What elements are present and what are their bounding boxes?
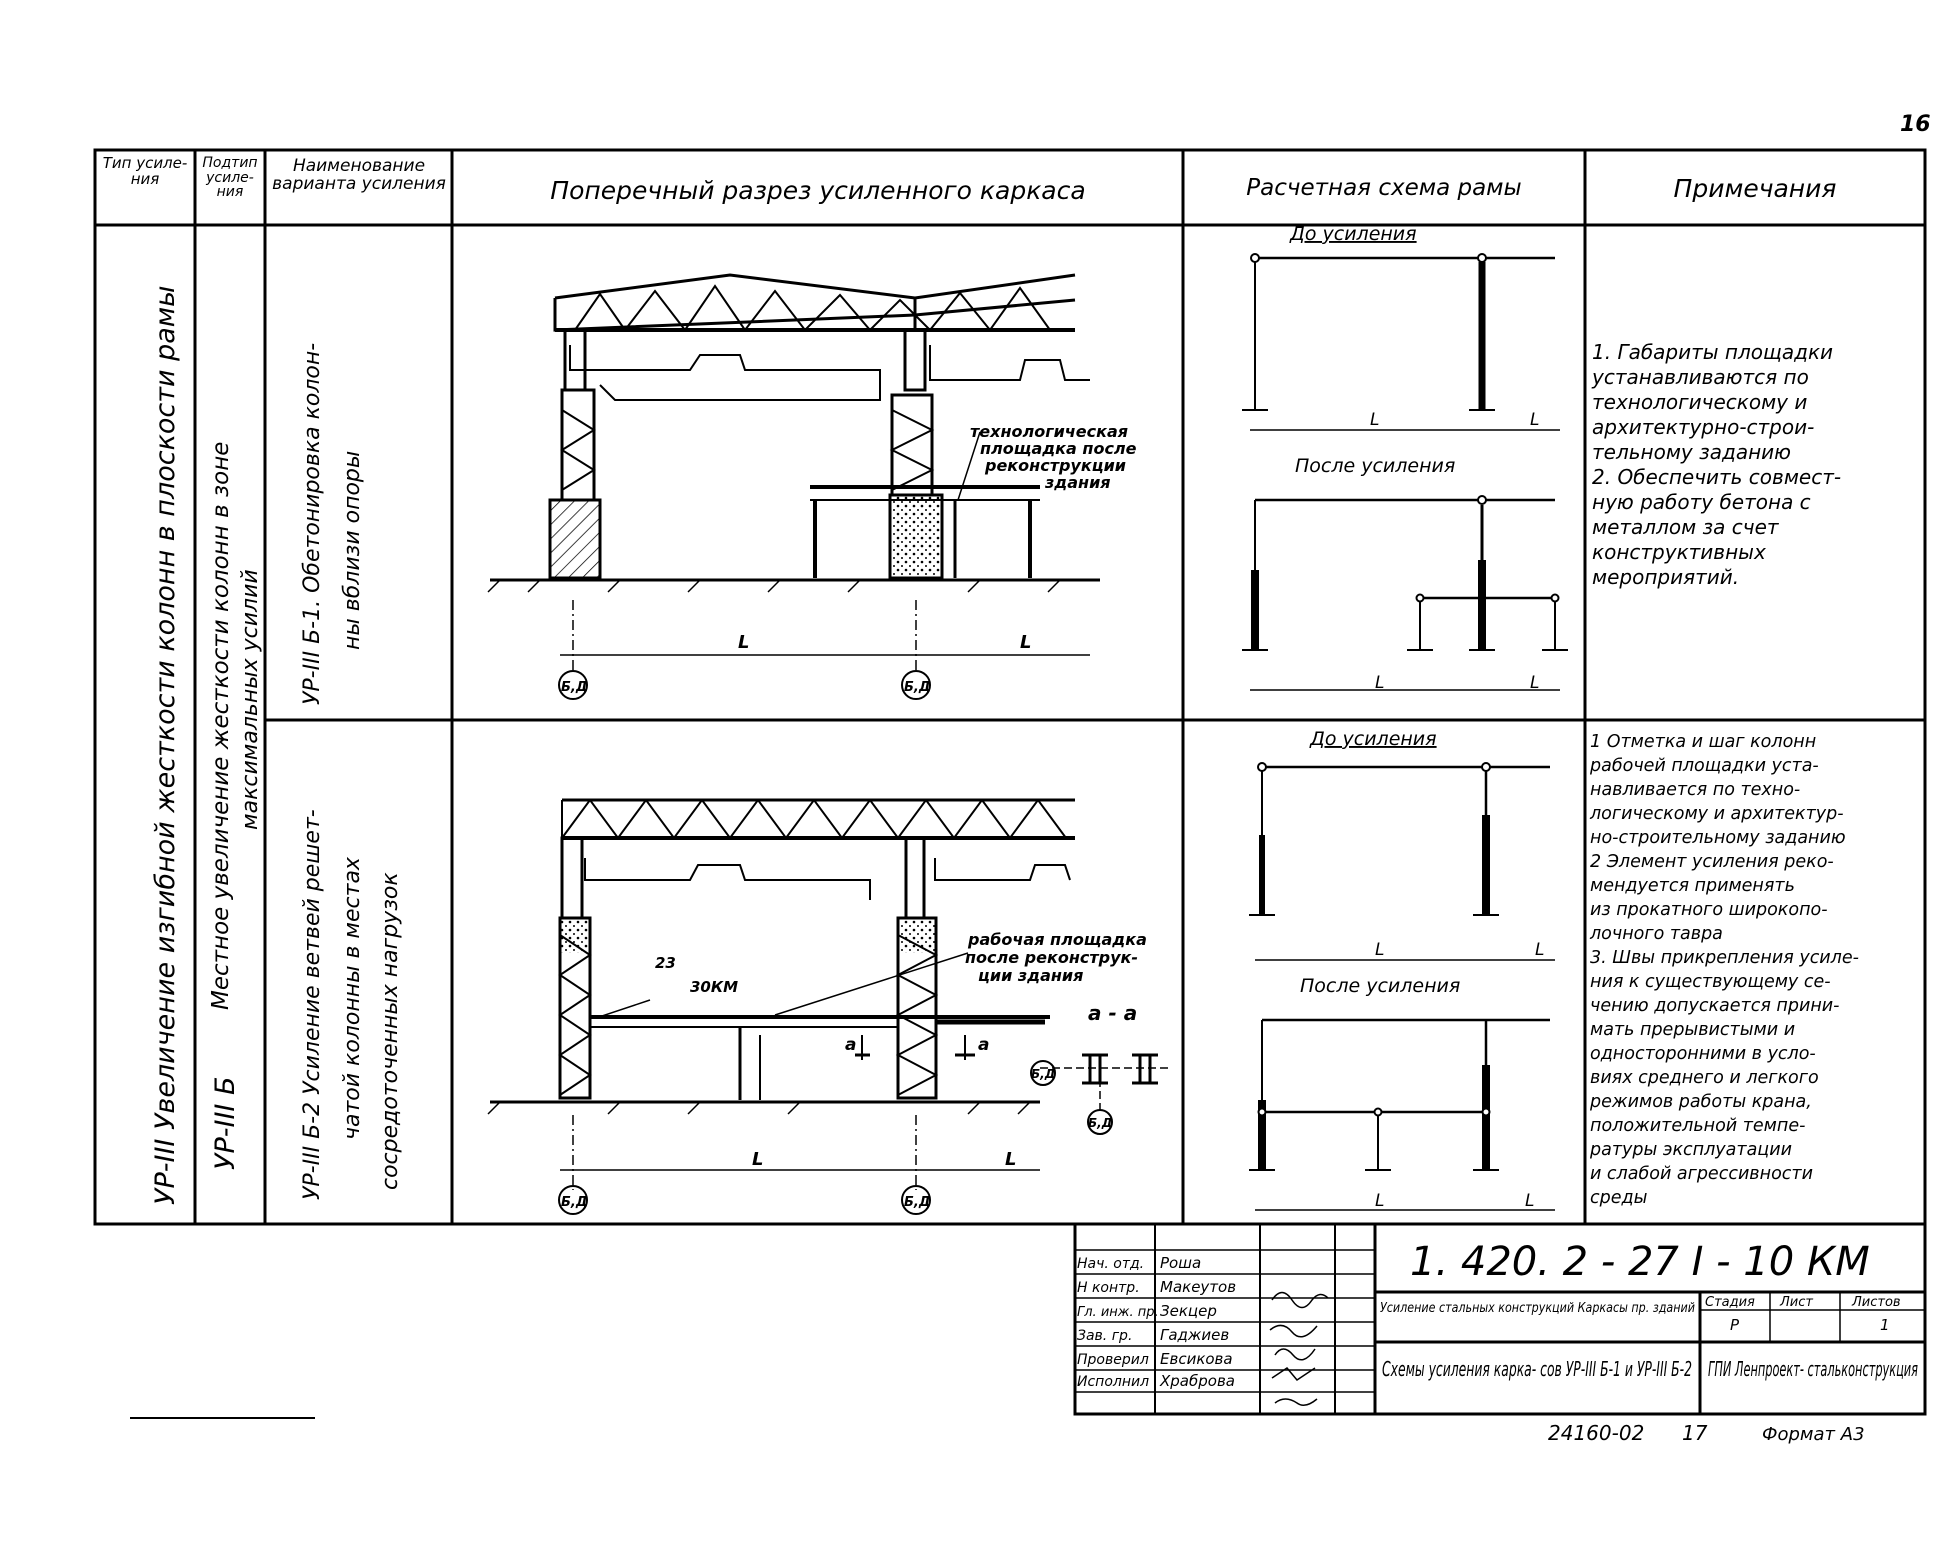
row2-variant-line3: сосредоточенных нагрузок	[378, 872, 403, 1190]
row1-axis-label-2: Б,Д	[904, 680, 930, 695]
format-text: Формат А3	[1762, 1424, 1865, 1445]
role-1: Нач. отд.	[1077, 1256, 1144, 1272]
row2-variant-line1: УР-III Б-2 Усиление ветвей решет-	[300, 809, 325, 1200]
subtype-code: УР-III Б	[210, 1076, 241, 1170]
name-2: Макеутов	[1160, 1278, 1236, 1296]
header-subtype: Подтип усиле- ния	[202, 155, 258, 201]
row1-axis-label-1: Б,Д	[561, 680, 587, 695]
row2-scheme-span-4: L	[1525, 1191, 1534, 1211]
row2-scheme-after	[1249, 1018, 1555, 1211]
sheet-title: Схемы усиления карка- сов УР-III Б-1 и У…	[1382, 1357, 1692, 1381]
row2-span-label-2: L	[1005, 1149, 1016, 1170]
inv-number: 24160-02	[1548, 1421, 1644, 1445]
row1-after-label: После усиления	[1295, 455, 1455, 477]
header-type: Тип усиле- ния	[102, 154, 188, 188]
row2-notes: 1 Отметка и шаг колонн рабочей площадки …	[1590, 732, 1859, 1208]
row1-before-label: До усиления	[1289, 223, 1417, 245]
row2-section-label: а - а	[1088, 1001, 1137, 1025]
row1-scheme-before	[1242, 253, 1560, 431]
row2-cut-mark-left: а	[845, 1035, 856, 1055]
org-name: ГПИ Ленпроект- стальконструкция	[1708, 1357, 1918, 1381]
stage-value: Р	[1730, 1316, 1740, 1334]
sheets-value: 1	[1880, 1316, 1890, 1334]
name-3: Зекцер	[1160, 1302, 1217, 1320]
row2-scheme-span-2: L	[1535, 940, 1544, 960]
header-variant: Наименование варианта усиления	[272, 156, 446, 194]
title-block-grid	[130, 1222, 1927, 1419]
row2-scheme-span-3: L	[1375, 1191, 1384, 1211]
row1-callout-line1: технологическая	[970, 422, 1128, 441]
header-section: Поперечный разрез усиленного каркаса	[550, 176, 1086, 205]
header-notes: Примечания	[1673, 174, 1837, 203]
row2-callout-line1: рабочая площадка	[967, 930, 1147, 949]
row2-after-label: После усиления	[1300, 975, 1460, 997]
row1-scheme-span-2: L	[1530, 410, 1539, 430]
row2-scheme-before	[1249, 762, 1555, 961]
role-3: Гл. инж. пр.	[1077, 1305, 1159, 1320]
name-1: Роша	[1160, 1254, 1201, 1272]
inv-page: 17	[1682, 1421, 1708, 1445]
series-title: Усиление стальных конструкций Каркасы пр…	[1380, 1301, 1695, 1316]
row1-span-label-1: L	[738, 632, 749, 653]
row2-section-drawing	[487, 798, 1170, 1215]
row1-callout-line2: площадка после	[980, 439, 1137, 458]
row2-weld-top: 23	[655, 954, 676, 972]
role-4: Зав. гр.	[1077, 1328, 1132, 1344]
sheet-number: 16	[1900, 112, 1931, 137]
row2-variant-line2: чатой колонны в местах	[340, 857, 365, 1140]
row2-before-label: До усиления	[1309, 728, 1437, 750]
row2-section-texts: рабочая площадка после реконструк- ции з…	[561, 930, 1147, 1210]
row2-scheme-span-1: L	[1375, 940, 1384, 960]
row1-notes: 1. Габариты площадки устанавливаются по …	[1592, 340, 1842, 589]
subtype-description-2: максимальных усилий	[238, 569, 263, 830]
role-5: Проверил	[1077, 1352, 1149, 1368]
role-6: Исполнил	[1077, 1374, 1149, 1390]
row1-callout-line3: реконструкции	[984, 456, 1126, 475]
row2-scheme-texts: До усиления После усиления L L L L	[1300, 728, 1544, 1211]
row2-axis-label-2: Б,Д	[904, 1195, 930, 1210]
row1-variant-line2: ны вблизи опоры	[340, 450, 365, 650]
row1-section-texts: технологическая площадка после реконстру…	[561, 422, 1137, 695]
row1-scheme-span-1: L	[1370, 410, 1379, 430]
row2-axis-label-1: Б,Д	[561, 1195, 587, 1210]
frame-border	[93, 148, 1927, 1226]
name-4: Гаджиев	[1160, 1326, 1229, 1344]
row2-cut-mark-right: а	[978, 1035, 989, 1055]
role-2: Н контр.	[1077, 1280, 1140, 1296]
row1-callout-line4: здания	[1044, 473, 1111, 492]
row1-scheme-after	[1242, 495, 1568, 691]
row1-scheme-span-4: L	[1530, 673, 1539, 693]
title-block-texts: 1. 420. 2 - 27 I - 10 КМ Нач. отд. Н кон…	[1077, 1239, 1918, 1445]
row1-variant-line1: УР-III Б-1. Обетонировка колон-	[300, 342, 325, 705]
row1-span-label-2: L	[1020, 632, 1031, 653]
stage-label: Стадия	[1705, 1295, 1755, 1310]
row2-axis-label-4: Б,Д	[1088, 1116, 1112, 1130]
row2-weld-bottom: 30КМ	[690, 978, 738, 996]
sheets-label: Листов	[1851, 1295, 1901, 1310]
doc-code: 1. 420. 2 - 27 I - 10 КМ	[1410, 1239, 1870, 1285]
sheet-label: Лист	[1779, 1295, 1813, 1310]
row2-callout-line2: после реконструк-	[965, 948, 1138, 967]
row2-axis-label-3: Б,Д	[1031, 1067, 1055, 1081]
row2-callout-line3: ции здания	[978, 966, 1083, 985]
name-6: Храброва	[1159, 1372, 1235, 1390]
row1-section-drawing	[487, 273, 1100, 700]
row2-span-label-1: L	[752, 1149, 763, 1170]
subtype-description-1: Местное увеличение жесткости колонн в зо…	[208, 441, 234, 1010]
name-5: Евсикова	[1160, 1350, 1233, 1368]
type-description: УР-III Увеличение изгибной жесткости кол…	[150, 285, 181, 1205]
row1-scheme-span-3: L	[1375, 673, 1384, 693]
header-scheme: Расчетная схема рамы	[1246, 175, 1522, 201]
row1-scheme-texts: До усиления После усиления L L L L	[1289, 223, 1539, 693]
